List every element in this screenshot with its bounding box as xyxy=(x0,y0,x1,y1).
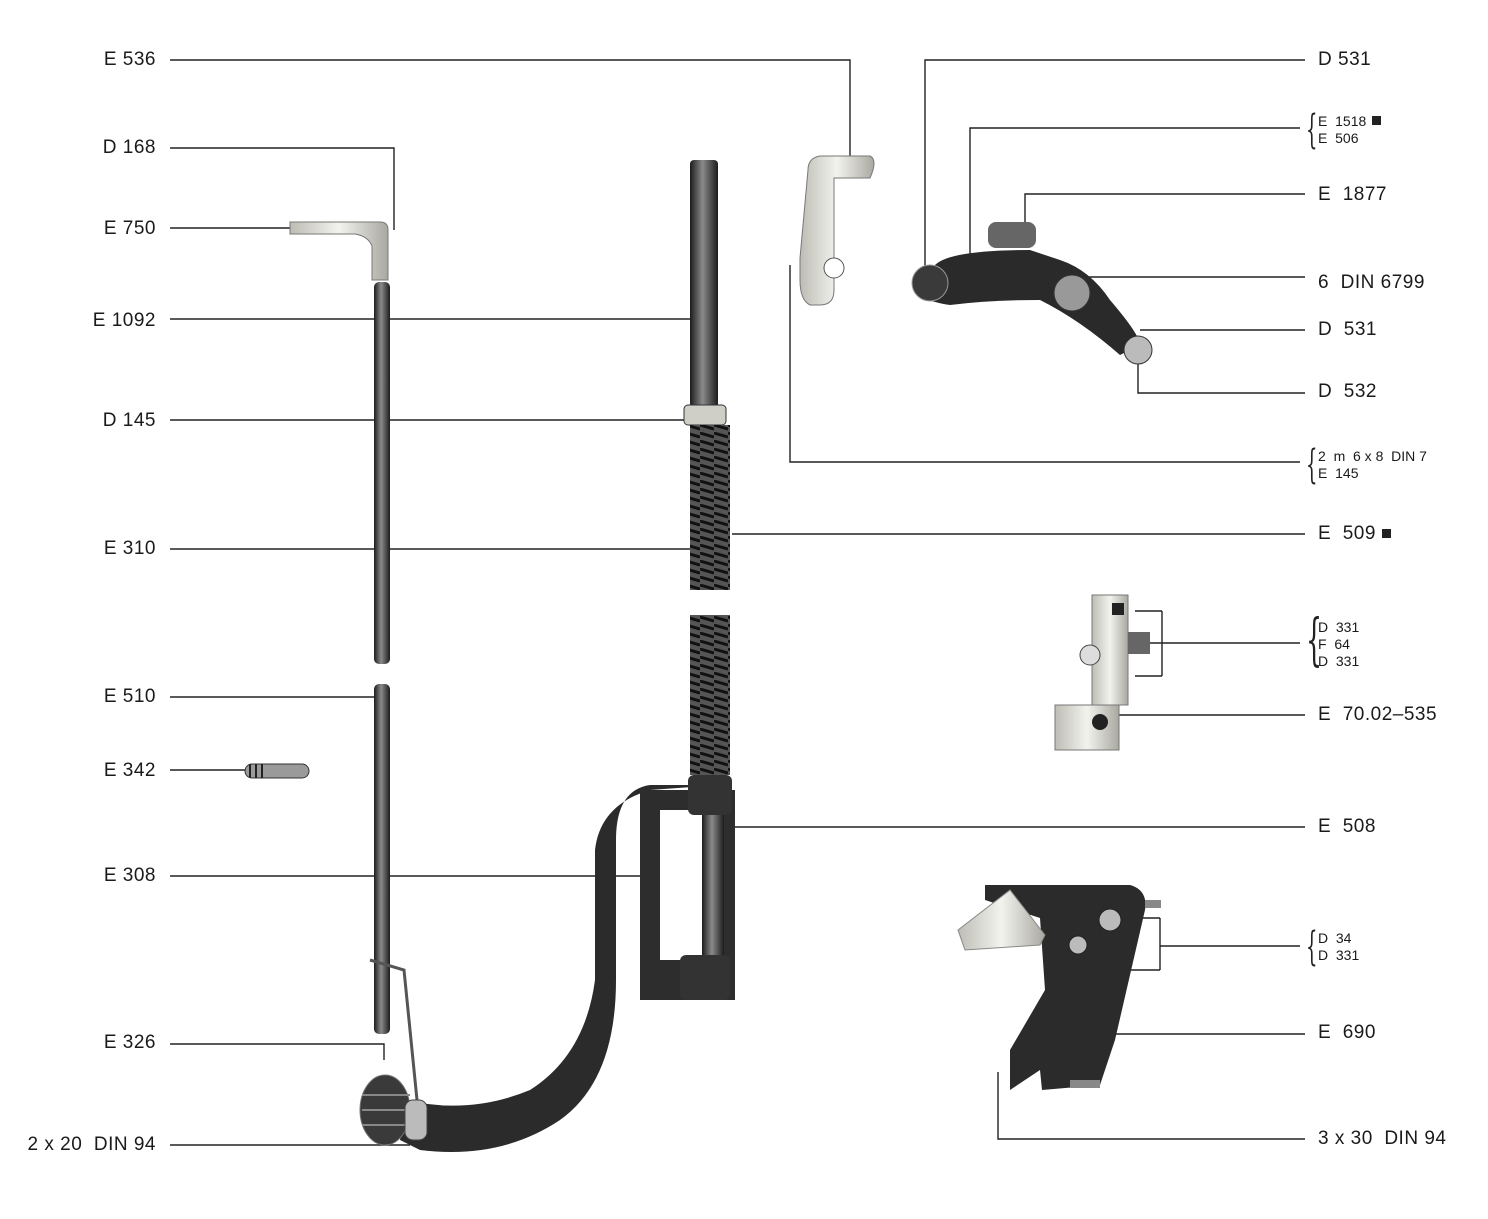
brace-icon: { xyxy=(1306,442,1318,488)
square-marker-icon xyxy=(1381,529,1391,538)
label-d531-mid: D 531 xyxy=(1318,319,1377,340)
bottom-bracket xyxy=(957,885,1161,1090)
label-e536: E 536 xyxy=(103,49,156,70)
label-e308: E 308 xyxy=(103,865,156,886)
brace-icon: { xyxy=(1306,924,1318,970)
label-2x20-din94: 2 x 20 DIN 94 xyxy=(27,1134,156,1155)
label-d331-a: D 331 xyxy=(1318,619,1360,635)
label-f64: F 64 xyxy=(1318,636,1350,652)
brace-icon: { xyxy=(1306,608,1323,673)
group-d331-f64-d331: { D 331 F 64 D 331 xyxy=(1306,613,1360,670)
label-e750: E 750 xyxy=(103,218,156,239)
label-e326: E 326 xyxy=(103,1032,156,1053)
label-d168: D 168 xyxy=(102,137,156,158)
label-3x30-din94: 3 x 30 DIN 94 xyxy=(1318,1128,1447,1149)
label-e509: E 509 xyxy=(1318,523,1391,545)
label-e1877: E 1877 xyxy=(1318,184,1387,205)
label-d532: D 532 xyxy=(1318,381,1377,402)
label-e690: E 690 xyxy=(1318,1022,1376,1043)
label-e342: E 342 xyxy=(103,760,156,781)
label-2-m6x8-din7: 2 m 6 x 8 DIN 7 xyxy=(1318,448,1427,464)
label-d145: D 145 xyxy=(102,410,156,431)
label-d331-c: D 331 xyxy=(1318,947,1360,963)
label-e509-text: E 509 xyxy=(1318,523,1376,544)
label-e145: E 145 xyxy=(1318,465,1359,481)
leader-lines-left xyxy=(170,59,851,1146)
label-e310: E 310 xyxy=(103,538,156,559)
left-rod-assembly xyxy=(244,221,420,1111)
label-d34: D 34 xyxy=(1318,930,1352,946)
label-e1092: E 1092 xyxy=(92,310,156,331)
label-e1518: E 1518 xyxy=(1318,113,1367,129)
leader-lines-right xyxy=(710,59,1305,1140)
c-frame-assembly xyxy=(359,160,735,1152)
clamp-parts xyxy=(799,155,1153,365)
label-6-din6799: 6 DIN 6799 xyxy=(1318,272,1425,293)
group-m6x8-e145: { 2 m 6 x 8 DIN 7 E 145 xyxy=(1306,445,1427,485)
label-d331-b: D 331 xyxy=(1318,653,1360,669)
label-e506: E 506 xyxy=(1318,130,1359,146)
small-clamp xyxy=(1054,594,1150,751)
label-e510: E 510 xyxy=(103,686,156,707)
group-d34-d331: { D 34 D 331 xyxy=(1306,927,1360,967)
group-e1518-e506: { E 1518 E 506 xyxy=(1306,110,1382,150)
brace-icon: { xyxy=(1306,107,1318,153)
square-marker-icon xyxy=(1372,116,1382,125)
label-e508: E 508 xyxy=(1318,816,1376,837)
label-d531-top: D 531 xyxy=(1318,49,1372,70)
label-e70-02-535: E 70.02–535 xyxy=(1318,704,1438,725)
